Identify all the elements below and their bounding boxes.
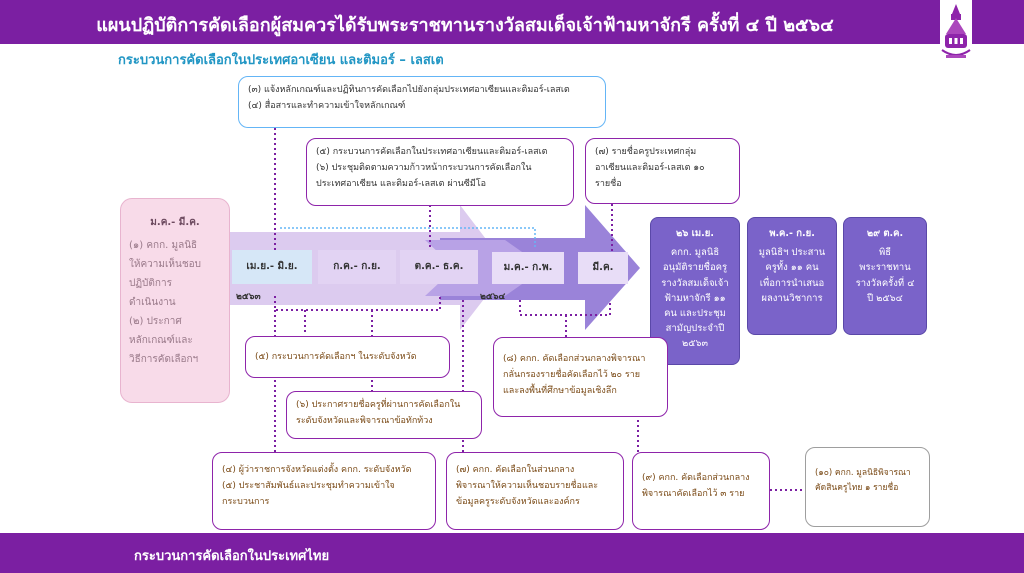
preparation-line: ให้ความเห็นชอบ <box>129 259 201 270</box>
milestone-line: ผลงานวิชาการ <box>761 292 823 304</box>
connector-periods-1 <box>274 296 441 311</box>
preparation-line: (๒) ประกาศ <box>129 316 182 327</box>
milestone-line: พิธี <box>878 247 892 259</box>
preparation-line: วิธีการคัดเลือกฯ <box>129 354 199 365</box>
milestone-heading: พ.ค.- ก.ย. <box>769 228 815 239</box>
step-box-5-province: (๕) กระบวนการคัดเลือกฯ ในระดับจังหวัด <box>245 336 450 378</box>
preparation-line: (๑) คกก. มูลนิธิ <box>129 240 198 251</box>
milestone-ceremony-box: ๒๙ ต.ค. พิธี พระราชทาน รางวัลครั้งที่ ๔ … <box>843 217 927 335</box>
period-jul-sep: ก.ค.- ก.ย. <box>318 250 396 284</box>
milestone-line: เพื่อการนำเสนอ <box>759 277 825 289</box>
step-line: (๕) กระบวนการคัดเลือกฯ ในระดับจังหวัด <box>255 352 417 362</box>
milestone-line: สามัญประจำปี <box>665 323 725 335</box>
year-label-2564: ๒๕๖๔ <box>480 292 506 302</box>
milestone-line: คน และประชุม <box>664 307 726 319</box>
preparation-line: ดำเนินงาน <box>129 297 176 308</box>
step-line: (๑๐) คกก. มูลนิธิพิจารณา <box>815 468 911 478</box>
period-jan-feb: ม.ค.- ก.พ. <box>492 252 564 284</box>
milestone-line: อนุมัติรายชื่อครู <box>662 262 728 274</box>
step-line: อาเซียนและติมอร์-เลสเต ๑๐ <box>595 162 705 173</box>
step-line: กลั่นกรองรายชื่อคัดเลือกไว้ ๒๐ ราย <box>503 369 641 380</box>
step-line: รายชื่อ <box>595 178 622 189</box>
blue-dotted-connector <box>280 227 536 248</box>
step-line: (๗) รายชื่อครูประเทศกลุ่ม <box>595 147 697 157</box>
step-line: (๖) ประกาศรายชื่อครูที่ผ่านการคัดเลือกใน <box>296 400 461 410</box>
step-line: พิจารณาคัดเลือกไว้ ๓ ราย <box>642 488 745 499</box>
step-line: (๓) แจ้งหลักเกณฑ์และปฏิทินการคัดเลือกไปย… <box>248 85 570 95</box>
step-line: ประเทศอาเซียน และติมอร์-เลสเต ผ่านซีมีโอ <box>316 178 487 189</box>
step-line: (๔) สื่อสารและทำความเข้าใจหลักเกณฑ์ <box>248 100 406 111</box>
step-box-8-central: (๘) คกก. คัดเลือกส่วนกลางพิจารณา กลั่นกร… <box>493 337 668 417</box>
milestone-heading: ๒๖ เม.ย. <box>676 228 714 239</box>
step-line: กระบวนการ <box>222 496 270 507</box>
period-oct-dec: ต.ค.- ธ.ค. <box>400 250 478 284</box>
milestone-line: ๒๕๖๓ <box>682 338 708 350</box>
milestone-heading: ๒๙ ต.ค. <box>866 228 904 239</box>
milestone-line: ฟ้ามหาจักรี ๑๑ <box>664 292 726 304</box>
step-line: (๕) กระบวนการคัดเลือกในประเทศอาเซียนและต… <box>316 147 548 157</box>
preparation-line: ปฏิบัติการ <box>129 278 172 289</box>
step-box-6-province: (๖) ประกาศรายชื่อครูที่ผ่านการคัดเลือกใน… <box>286 391 482 439</box>
footer-bar: กระบวนการคัดเลือกในประเทศไทย <box>0 533 1024 573</box>
step-line: (๙) คกก. คัดเลือกส่วนกลาง <box>642 473 750 483</box>
step-line: (๕) ประชาสัมพันธ์และประชุมทำความเข้าใจ <box>222 480 395 491</box>
step-box-10-foundation: (๑๐) คกก. มูลนิธิพิจารณา คัดสินครูไทย ๑ … <box>805 447 930 527</box>
milestone-line: ปี ๒๕๖๔ <box>867 292 903 304</box>
milestone-line: รางวัลสมเด็จเจ้า <box>661 277 729 289</box>
step-line: และลงพื้นที่ศึกษาข้อมูลเชิงลึก <box>503 385 617 396</box>
step-line: คัดสินครูไทย ๑ รายชื่อ <box>815 482 899 493</box>
header-bar: แผนปฏิบัติการคัดเลือกผู้สมควรได้รับพระรา… <box>0 0 1024 44</box>
step-box-4-5-governor: (๔) ผู้ว่าราชการจังหวัดแต่งตั้ง คกก. ระด… <box>212 452 436 530</box>
step-line: (๖) ประชุมติดตามความก้าวหน้ากระบวนการคัด… <box>316 162 532 173</box>
milestone-line: มูลนิธิฯ ประสาน <box>758 247 826 259</box>
year-label-2563: ๒๕๖๓ <box>236 292 261 302</box>
step-box-7-central: (๗) คกก. คัดเลือกในส่วนกลาง พิจารณาให้คว… <box>446 452 624 530</box>
step-box-9-central: (๙) คกก. คัดเลือกส่วนกลาง พิจารณาคัดเลือ… <box>632 452 770 530</box>
milestone-coordination-box: พ.ค.- ก.ย. มูลนิธิฯ ประสาน ครูทั้ง ๑๑ คน… <box>747 217 837 335</box>
step-line: (๘) คกก. คัดเลือกส่วนกลางพิจารณา <box>503 354 646 364</box>
preparation-phase-heading: ม.ค.- มี.ค. <box>150 217 200 228</box>
milestone-line: รางวัลครั้งที่ ๔ <box>855 277 915 289</box>
page-title: แผนปฏิบัติการคัดเลือกผู้สมควรได้รับพระรา… <box>96 15 834 36</box>
step-line: (๗) คกก. คัดเลือกในส่วนกลาง <box>456 465 575 475</box>
step-line: ข้อมูลครูระดับจังหวัดและองค์กร <box>456 496 580 507</box>
milestone-line: พระราชทาน <box>859 262 911 274</box>
milestone-line: คกก. มูลนิธิ <box>670 247 720 259</box>
step-line: พิจารณาให้ความเห็นชอบรายชื่อและ <box>456 480 599 491</box>
step-line: (๔) ผู้ว่าราชการจังหวัดแต่งตั้ง คกก. ระด… <box>222 465 412 475</box>
foundation-logo-icon <box>940 0 972 64</box>
step-line: ระดับจังหวัดและพิจารณาข้อทักท้วง <box>296 415 433 426</box>
period-apr-jun: เม.ย.- มิ.ย. <box>232 250 312 284</box>
step-box-5-6-asean: (๕) กระบวนการคัดเลือกในประเทศอาเซียนและต… <box>306 138 574 206</box>
footer-title: กระบวนการคัดเลือกในประเทศไทย <box>134 549 330 564</box>
milestone-line: ครูทั้ง ๑๑ คน <box>765 262 819 274</box>
preparation-phase-box: ม.ค.- มี.ค. (๑) คกก. มูลนิธิ ให้ความเห็น… <box>120 198 230 403</box>
page-subtitle: กระบวนการคัดเลือกในประเทศอาเซียน และติมอ… <box>118 53 444 68</box>
period-mar: มี.ค. <box>578 252 628 284</box>
step-box-7-asean: (๗) รายชื่อครูประเทศกลุ่ม อาเซียนและติมอ… <box>585 138 740 204</box>
step-box-3-4: (๓) แจ้งหลักเกณฑ์และปฏิทินการคัดเลือกไปย… <box>238 76 606 128</box>
preparation-line: หลักเกณฑ์และ <box>129 335 193 346</box>
